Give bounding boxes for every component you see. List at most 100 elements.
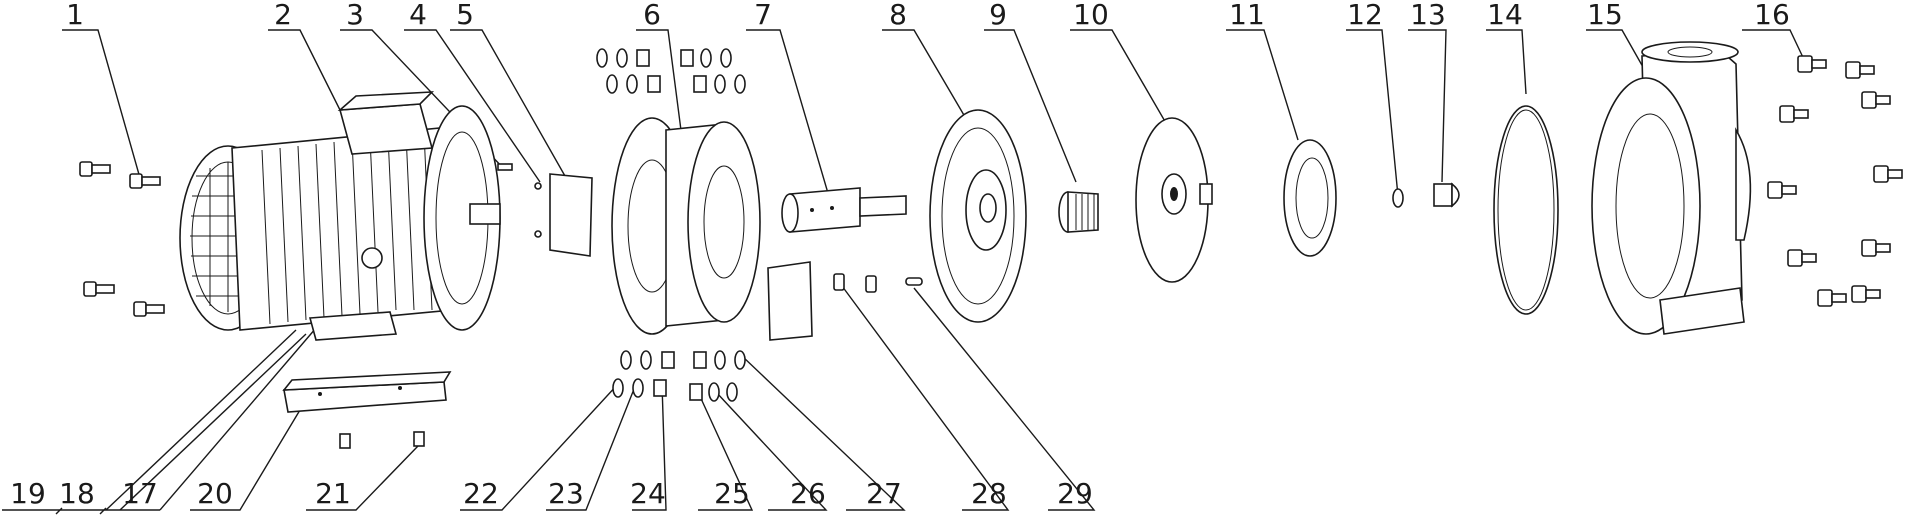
callout-21: 21 [306,445,419,511]
callout-18: 18 [59,477,95,510]
part-20-bracket [282,371,452,413]
callout-11: 11 [1226,0,1299,141]
part-16-bolts [1767,55,1903,307]
callout-28-label: 28 [971,477,1007,510]
callout-23: 23 [546,383,637,511]
callout-17-leader [159,327,317,511]
callout-6: 6 [636,0,683,139]
motor-assembly [179,91,542,341]
callout-20-label: 20 [197,477,233,510]
callout-9: 9 [984,0,1077,183]
callout-13: 13 [1408,0,1447,183]
callout-25-leader [697,391,754,511]
part-10-impeller [1135,117,1213,283]
callout-29: 29 [913,287,1096,511]
callout-15-label: 15 [1587,0,1623,31]
motor-terminal-box [338,103,434,155]
callout-8-leader [882,29,969,123]
callout-21-leader [306,445,419,511]
callout-16-label: 16 [1754,0,1790,31]
callout-5: 5 [450,0,566,177]
callout-14: 14 [1486,0,1527,95]
callout-11-leader [1226,29,1299,141]
part-11-wear-ring [1283,139,1337,257]
callout-13-label: 13 [1410,0,1446,31]
callout-7-label: 7 [754,0,772,31]
callout-7-leader [746,29,831,201]
callout-11-label: 11 [1229,0,1265,31]
callout-6-label: 6 [643,0,661,31]
part-3-key [497,163,513,171]
callout-6-leader [636,29,683,139]
callout-18-label: 18 [59,477,95,510]
callout-19-tick [55,507,63,515]
callout-26: 26 [715,391,828,511]
callout-2: 2 [268,0,349,127]
callout-19-label: 19 [10,477,46,510]
part-13-cap-nut [1433,182,1460,208]
callout-24-label: 24 [630,477,666,510]
callout-10-leader [1070,29,1171,131]
part-9-mechanical-seal [1058,191,1099,233]
motor-body [231,127,453,331]
callout-17-label: 17 [122,477,158,510]
callout-2-leader [268,29,349,127]
motor-feet [308,311,398,341]
callout-24: 24 [630,383,667,511]
part-5-plate [549,173,593,257]
callout-20: 20 [190,409,301,511]
part-6-adaptor [611,117,761,335]
part-28-screw [833,273,845,291]
shaft-shield-plate [767,261,813,341]
part-7-shaft [781,187,907,233]
callout-5-leader [450,29,566,177]
callout-1: 1 [62,0,141,179]
callout-29-leader [913,287,1096,511]
part-21-screws [339,431,425,449]
callout-29-label: 29 [1057,477,1093,510]
callout-12-label: 12 [1347,0,1383,31]
callout-23-leader [546,383,637,511]
callout-2-label: 2 [274,0,292,31]
part-12-washer [1392,188,1404,208]
callout-19-leader [105,329,297,511]
callout-19: 19 [10,477,46,510]
motor-lifting-eye [361,247,383,269]
callout-28: 28 [841,285,1010,511]
callout-15: 15 [1586,0,1657,91]
callout-22: 22 [460,383,619,511]
callout-12-leader [1346,29,1399,197]
part-15-volute [1591,41,1752,335]
callout-20-leader [190,409,301,511]
part-4-pin [534,182,542,190]
callout-7: 7 [746,0,831,201]
callout-4: 4 [404,0,541,183]
part-14-o-ring [1493,105,1559,315]
callout-28-leader [841,285,1010,511]
callout-25: 25 [697,391,754,511]
callout-1-label: 1 [66,0,84,31]
callout-12: 12 [1346,0,1399,197]
callout-27-label: 27 [866,477,902,510]
part-29-key [905,277,923,286]
callout-26-leader [715,391,828,511]
callout-13-leader [1408,29,1447,183]
callout-14-label: 14 [1487,0,1523,31]
callout-27-leader [741,355,906,511]
callout-5-label: 5 [456,0,474,31]
callout-21-label: 21 [315,477,351,510]
callout-27: 27 [741,355,906,511]
callout-17: 17 [122,477,158,510]
washer-cluster-top [596,48,746,94]
callout-24-leader [632,383,667,511]
callout-18-tick [99,507,107,515]
callout-22-leader [460,383,619,511]
callout-1-leader [62,29,141,179]
callout-10: 10 [1070,0,1171,131]
washer-cluster-bottom [612,350,746,402]
callout-4-label: 4 [409,0,427,31]
callout-26-label: 26 [790,477,826,510]
callout-3-label: 3 [346,0,364,31]
callout-8: 8 [882,0,969,123]
